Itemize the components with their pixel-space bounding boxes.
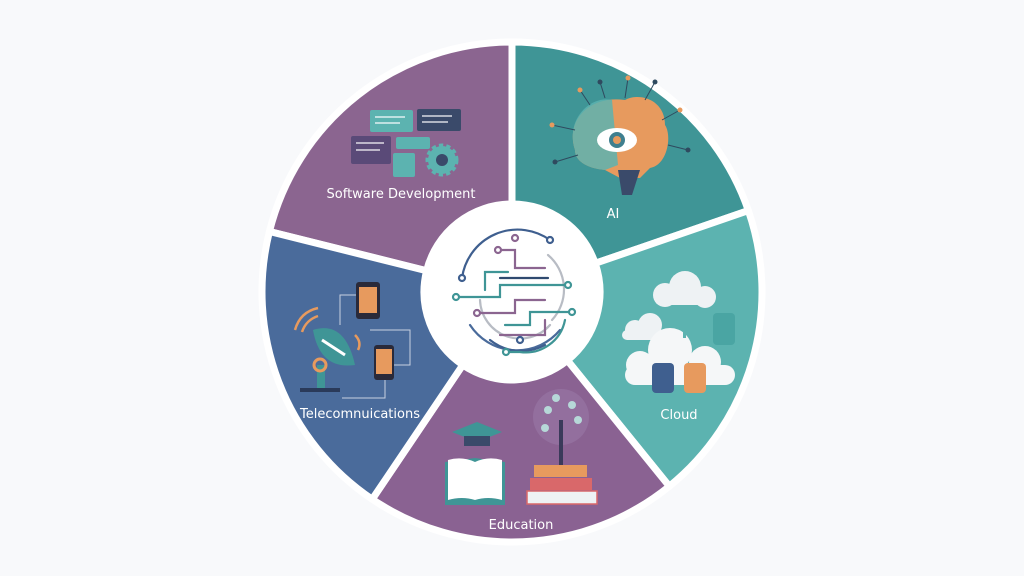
- segment-label: AI: [607, 207, 620, 222]
- books-graduation-cap-icon: [445, 389, 598, 505]
- satellite-dish-phones-icon: [293, 282, 411, 399]
- segment-label: Software Development: [327, 187, 476, 202]
- code-windows-gear-icon: [351, 109, 461, 177]
- segment-label: Telecomnuications: [299, 407, 420, 422]
- segment-label: Education: [489, 518, 554, 533]
- brain-eye-icon: [549, 75, 691, 195]
- circuit-brain-icon: [451, 228, 577, 357]
- cloud-database-icon: [622, 271, 735, 393]
- segment-label: Cloud: [660, 408, 697, 423]
